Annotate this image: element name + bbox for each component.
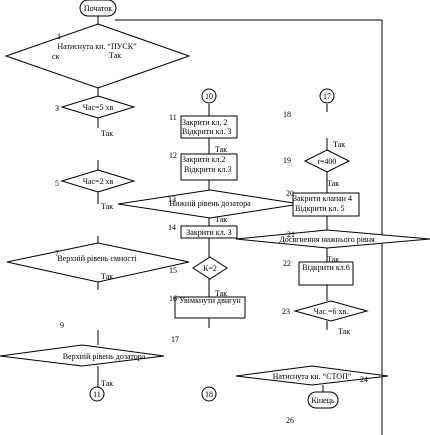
process-close-2-open-3-b-line1: Закрити кл.2 — [182, 155, 225, 164]
decision-time-6 — [293, 300, 369, 322]
block-number-13: 13 — [168, 195, 176, 204]
decision-stop-button-label: Натиснута кн. “СТОП” — [273, 372, 352, 381]
decision-time-2 — [60, 169, 136, 193]
block-number-14: 14 — [168, 223, 176, 232]
decision-t-400-label: t=400 — [318, 157, 337, 166]
block-number-19: 19 — [283, 156, 291, 165]
block-number-21: 21 — [287, 230, 295, 239]
process-close-2-open-3-b — [180, 153, 238, 181]
yes-label-19: Так — [327, 179, 339, 188]
decision-start-button-line2: ск — [52, 52, 60, 61]
decision-t-400 — [303, 149, 351, 173]
yes-label-1: Так — [109, 51, 121, 60]
yes-label-11: Так — [215, 145, 227, 154]
start-label: Початок — [84, 4, 112, 13]
connector-10-label: 10 — [205, 92, 213, 101]
block-number-5: 5 — [55, 179, 59, 188]
yes-label-21: Так — [327, 255, 339, 264]
decision-doser-upper-level-label: Верхній рівень дозатора — [63, 352, 146, 361]
decision-time-6-label: Час =6 хв. — [314, 307, 349, 316]
yes-label-3: Так — [101, 129, 113, 138]
yes-label-23: Так — [338, 327, 350, 336]
end-terminator — [307, 391, 339, 409]
process-close-4-open-5-line2: Відкрити кл. 5 — [295, 204, 344, 213]
block-number-9: 9 — [60, 321, 64, 330]
block-number-16: 16 — [169, 294, 177, 303]
process-start-motor-label: Увімкнути двигун — [179, 296, 241, 305]
decision-doser-upper-level — [0, 344, 165, 367]
block-number-7: 7 — [55, 249, 59, 258]
decision-time-5-label: Час=5 хв — [83, 103, 114, 112]
start-terminator — [79, 0, 117, 17]
connector-11-label: 11 — [93, 390, 101, 399]
decision-start-button-line1: Натиснута кн. “ПУСК” — [57, 42, 137, 51]
decision-k-2 — [192, 256, 228, 280]
decision-doser-lower-level-label: Нижній рівень дозатора — [169, 199, 251, 208]
decision-stop-button — [235, 365, 389, 386]
process-start-motor — [174, 296, 246, 319]
yes-label-17: Так — [333, 140, 345, 149]
yes-label-13: Так — [215, 215, 227, 224]
block-number-17: 17 — [171, 335, 179, 344]
block-number-11: 11 — [169, 113, 177, 122]
process-close-2-open-3-a-line2: Відкрити кл. 3 — [182, 127, 231, 136]
decision-time-2-label: Час=2 хв — [83, 177, 114, 186]
process-close-2-open-3-b-line2: Відкрити кл.3 — [184, 165, 231, 174]
process-close-2-open-3-a-line1: Закрити кл. 2 — [182, 118, 227, 127]
decision-k-2-label: К=2 — [203, 264, 217, 273]
block-number-15: 15 — [169, 266, 177, 275]
block-number-23: 23 — [282, 307, 290, 316]
yes-label-9: Так — [101, 379, 113, 388]
decision-doser-lower-level — [117, 189, 301, 219]
decision-lower-level-reached — [235, 229, 430, 249]
process-close-2-open-3-a — [180, 115, 238, 139]
block-number-18: 18 — [283, 110, 291, 119]
block-number-26: 26 — [286, 416, 294, 425]
decision-lower-level-reached-label: Досягнення нижнього рівня — [279, 235, 375, 244]
connector-11 — [89, 386, 105, 402]
decision-tank-upper-level-label: Верхній рівень ємності — [57, 254, 137, 263]
block-number-3: 3 — [55, 104, 59, 113]
process-open-6-label: Відкрити кл.6 — [302, 263, 349, 272]
process-close-3 — [180, 225, 238, 239]
process-close-4-open-5-line1: Закрити клапан 4 — [293, 194, 352, 203]
decision-tank-upper-level — [6, 242, 190, 283]
block-number-20: 20 — [286, 189, 294, 198]
yes-label-15: Так — [215, 289, 227, 298]
connector-10 — [201, 88, 217, 104]
block-number-24: 24 — [360, 375, 368, 384]
yes-label-5: Так — [101, 202, 113, 211]
connector-17 — [319, 88, 335, 104]
decision-start-button — [4, 23, 191, 89]
connector-18 — [201, 386, 217, 402]
end-label: Кінець — [311, 396, 335, 405]
process-close-3-label: Закрити кл. 3 — [186, 228, 231, 237]
block-number-22: 22 — [283, 259, 291, 268]
decision-time-5 — [60, 95, 136, 119]
block-number-12: 12 — [169, 151, 177, 160]
process-close-4-open-5 — [292, 192, 360, 217]
block-number-1: 1 — [57, 32, 61, 41]
connector-17-label: 17 — [323, 92, 331, 101]
yes-label-7: Так — [101, 272, 113, 281]
connector-18-label: 18 — [205, 390, 213, 399]
process-open-6 — [298, 261, 354, 286]
